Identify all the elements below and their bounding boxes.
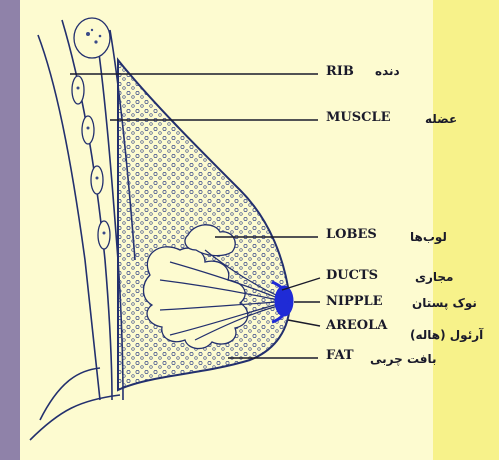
nipple-label-fa: نوک پستان (412, 296, 477, 310)
rib-label: RIB (326, 64, 354, 79)
rib-top-section (74, 18, 110, 58)
fat-label: FAT (326, 348, 354, 363)
nipple-label: NIPPLE (326, 294, 383, 309)
ducts-label-fa: مجاری (415, 270, 454, 284)
ducts-label: DUCTS (326, 268, 378, 283)
lobes-label-fa: لوب‌ها (410, 230, 447, 244)
rib-label-fa: دنده (375, 64, 400, 78)
areola-label-fa: آرئول (هاله) (410, 328, 483, 342)
lobes-label: LOBES (326, 227, 377, 242)
areola-label: AREOLA (326, 318, 387, 333)
areola-leader (288, 320, 320, 326)
fat-label-fa: بافت چربی (370, 352, 437, 366)
muscle-label-fa: عضله (425, 112, 457, 126)
muscle-label: MUSCLE (326, 110, 391, 125)
